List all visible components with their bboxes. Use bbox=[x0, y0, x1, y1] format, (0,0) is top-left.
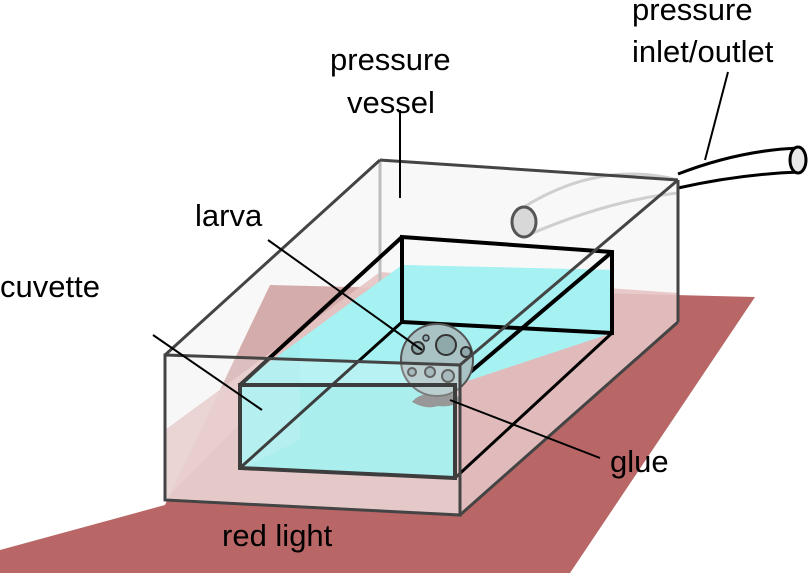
vessel-bottom-right-edge bbox=[459, 320, 679, 517]
larva bbox=[400, 323, 474, 397]
label-pressure-vessel-line1: pressure bbox=[330, 42, 451, 77]
cuvette-back-floor-edge bbox=[238, 320, 404, 470]
pressure-tube-inner bbox=[523, 172, 679, 209]
label-pressure-inlet-line1: pressure bbox=[632, 0, 753, 27]
leader-glue bbox=[449, 399, 601, 459]
cuvette-back-left-edge bbox=[238, 235, 404, 387]
pressure-tube-opening bbox=[510, 205, 538, 239]
glue-blob bbox=[412, 393, 462, 408]
vessel-top-left-edge bbox=[163, 158, 382, 357]
leader-larva bbox=[267, 239, 423, 351]
label-pressure-vessel-line2: vessel bbox=[347, 85, 435, 120]
pressure-tube-outer-top bbox=[677, 146, 801, 176]
cuvette-floor-right-edge bbox=[453, 331, 614, 480]
leader-cuvette bbox=[152, 334, 263, 411]
label-glue: glue bbox=[610, 444, 669, 479]
label-larva: larva bbox=[195, 198, 263, 233]
pressure-tube-end bbox=[788, 145, 808, 175]
label-pressure-inlet-line2: inlet/outlet bbox=[632, 34, 774, 69]
pressure-tube-outer-bottom bbox=[677, 170, 801, 190]
cuvette-water-left bbox=[238, 340, 300, 470]
cuvette-front-face bbox=[238, 383, 457, 481]
label-cuvette: cuvette bbox=[0, 269, 100, 304]
vessel-top-back-edge bbox=[379, 158, 679, 182]
label-red-light: red light bbox=[222, 518, 333, 553]
vessel-front-face bbox=[163, 353, 462, 517]
cuvette-back-right-edge bbox=[453, 250, 614, 387]
vessel-top-right-edge bbox=[459, 178, 679, 367]
leader-pressure-inlet bbox=[704, 71, 729, 161]
